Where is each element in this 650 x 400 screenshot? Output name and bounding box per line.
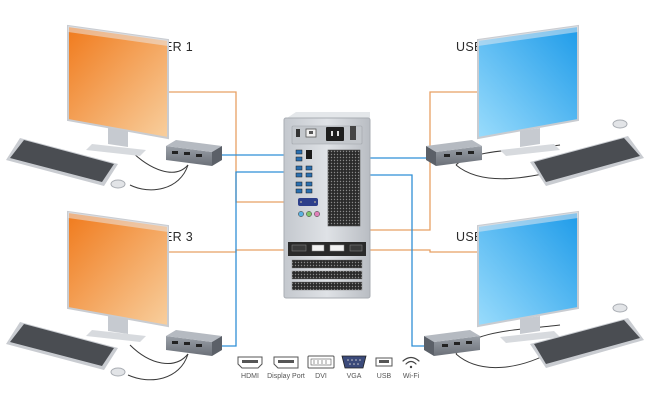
monitor-stand-user3	[108, 316, 128, 334]
legend-displayport-label: Display Port	[267, 373, 305, 380]
video-cable-user3	[168, 249, 296, 253]
connector-legend: HDMI Display Port DVI	[237, 355, 420, 380]
legend-hdmi: HDMI	[237, 356, 263, 380]
legend-usb: USB	[375, 357, 393, 380]
dvi-icon	[307, 355, 335, 369]
legend-vga-label: VGA	[347, 373, 362, 380]
monitor-screen-user1	[67, 24, 169, 140]
video-cable-user4	[360, 249, 478, 253]
mouse-user2	[612, 119, 628, 129]
legend-hdmi-label: HDMI	[241, 373, 259, 380]
displayport-icon	[273, 356, 299, 369]
tower-port-vertical	[296, 129, 300, 137]
mouse-user3	[110, 367, 126, 377]
power-inlet	[326, 127, 344, 141]
hdmi-icon	[237, 356, 263, 369]
keyboard-user4	[530, 318, 644, 368]
usb-hub-user3	[166, 330, 222, 356]
keyboard-user2	[530, 136, 644, 186]
legend-wifi-label: Wi-Fi	[403, 373, 420, 380]
workstation-user1: USER 1	[6, 24, 222, 189]
keyboard-user1	[6, 138, 118, 186]
monitor-stand-user2	[520, 128, 540, 147]
usb-icon	[375, 357, 393, 367]
mouse-user1	[110, 179, 126, 189]
legend-usb-label: USB	[377, 373, 392, 380]
video-cable-user1	[168, 91, 296, 203]
usb-hub-user2	[426, 140, 482, 166]
tower-vga-port	[298, 198, 318, 206]
keyboard-user3	[6, 322, 118, 370]
power-switch	[350, 126, 356, 140]
legend-dvi-label: DVI	[315, 373, 327, 380]
legend-vga: VGA	[341, 355, 367, 380]
monitor-stand-user1	[108, 128, 128, 147]
legend-wifi: Wi-Fi	[402, 356, 420, 380]
monitor-screen-user3	[67, 210, 169, 328]
wifi-icon	[402, 356, 420, 369]
usb-hub-user4	[424, 330, 480, 356]
vga-icon	[341, 355, 367, 369]
mouse-user4	[612, 303, 628, 313]
legend-displayport: Display Port	[267, 356, 305, 380]
tower-usb-ports	[295, 149, 313, 194]
graphics-card-bracket	[288, 242, 366, 256]
usb-hub-user1	[166, 140, 222, 166]
monitor-stand-user4	[520, 316, 540, 334]
workstation-user3: USER 3	[6, 210, 222, 377]
usb-cable-user3	[212, 171, 300, 347]
workstation-user4: USER 4	[424, 210, 644, 368]
tower-pc	[283, 112, 371, 299]
workstation-user2: USER 2	[426, 24, 644, 186]
legend-dvi: DVI	[307, 355, 335, 380]
tower-vent	[327, 149, 361, 227]
